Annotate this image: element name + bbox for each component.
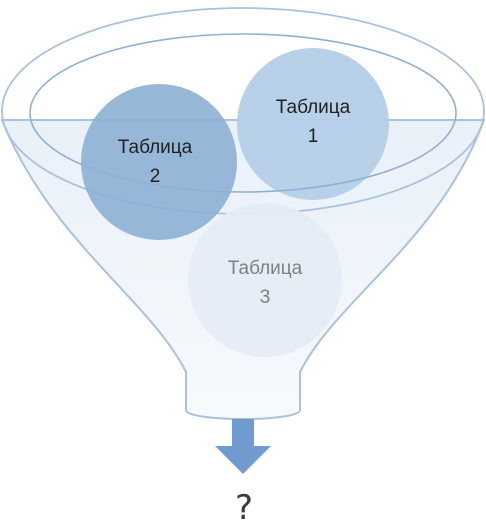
circle-table-3 [188,203,342,357]
down-arrow-icon [215,419,271,474]
result-question-mark: ? [235,488,253,528]
funnel-rim-inner [29,33,457,193]
table-3-label: Таблица [228,258,303,279]
circle-table-2 [81,84,237,240]
table-2-number: 2 [150,166,161,187]
circle-table-1 [237,48,389,200]
table-3-number: 3 [260,287,271,308]
table-1-label: Таблица [276,97,351,118]
table-1-number: 1 [308,126,319,147]
table-2-label: Таблица [118,137,193,158]
